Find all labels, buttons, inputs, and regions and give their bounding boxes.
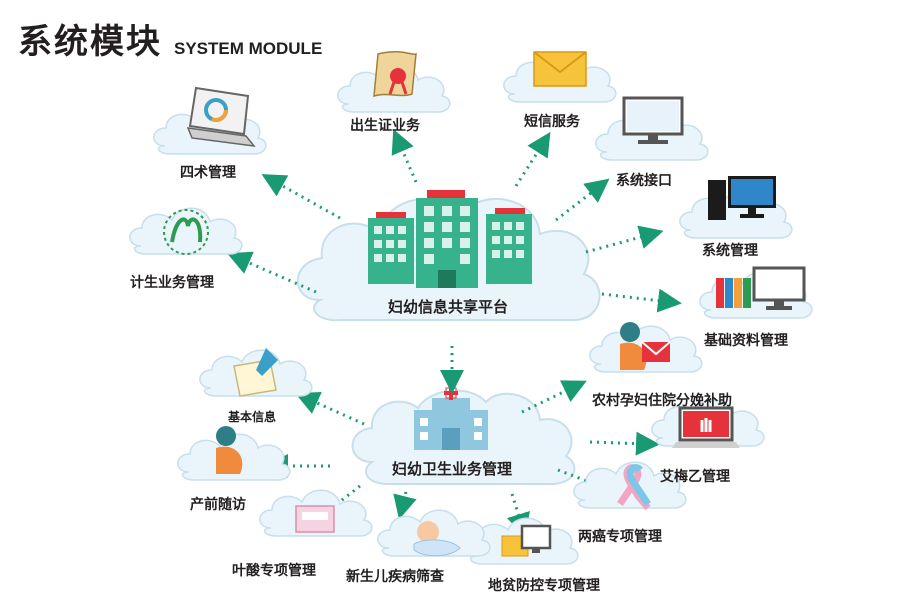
module-label-two-cancers: 两癌专项管理 — [578, 529, 662, 545]
module-label-birth-certificate: 出生证业务 — [350, 118, 420, 134]
envelope-icon — [533, 51, 587, 87]
page-title: 系统模块 — [18, 22, 162, 62]
awareness-ribbon-icon — [617, 464, 651, 511]
page-header: 系统模块 SYSTEM MODULE — [18, 14, 322, 63]
module-label-four-surgeries: 四术管理 — [180, 165, 236, 181]
laptop-chart-icon — [186, 86, 256, 147]
newborn-baby-icon — [413, 521, 461, 557]
module-label-prenatal-followup: 产前随访 — [190, 497, 246, 513]
hand-stop-laptop-icon — [672, 406, 740, 448]
binders-monitor-icon — [716, 266, 806, 310]
module-label-rural-delivery-subsidy: 农村孕妇住院分娩补助 — [592, 393, 732, 409]
module-label-thalassemia: 地贫防控专项管理 — [488, 578, 600, 594]
hospital-buildings-icon — [368, 190, 532, 288]
page-subtitle: SYSTEM MODULE — [174, 39, 323, 58]
module-label-sms-service: 短信服务 — [524, 114, 580, 130]
module-label-system-interface: 系统接口 — [616, 173, 672, 189]
module-label-folic-acid: 叶酸专项管理 — [232, 563, 316, 579]
module-label-newborn-screening: 新生儿疾病筛查 — [346, 569, 444, 585]
platform-arrows — [226, 128, 682, 394]
pregnant-woman-icon — [216, 426, 243, 474]
business-arrows — [264, 380, 660, 538]
folic-acid-box-icon — [295, 505, 335, 533]
desktop-computer-icon — [708, 176, 776, 220]
module-label-hiv-syphilis-hepb: 艾梅乙管理 — [660, 469, 730, 485]
family-planning-logo-icon — [163, 209, 209, 255]
module-label-basic-data: 基础资料管理 — [704, 333, 788, 349]
platform-hub-label: 妇幼信息共享平台 — [388, 298, 509, 316]
pregnant-woman-icon — [620, 322, 671, 370]
module-label-basic-info: 基本信息 — [228, 410, 277, 424]
notepad-pencil-icon — [233, 348, 278, 397]
computer-folder-icon — [501, 524, 552, 557]
monitor-icon — [622, 96, 684, 144]
module-label-system-admin: 系统管理 — [702, 243, 758, 259]
module-label-family-planning: 计生业务管理 — [130, 275, 214, 291]
business-hub-label: 妇幼卫生业务管理 — [392, 460, 513, 478]
scroll-certificate-icon — [373, 51, 417, 98]
